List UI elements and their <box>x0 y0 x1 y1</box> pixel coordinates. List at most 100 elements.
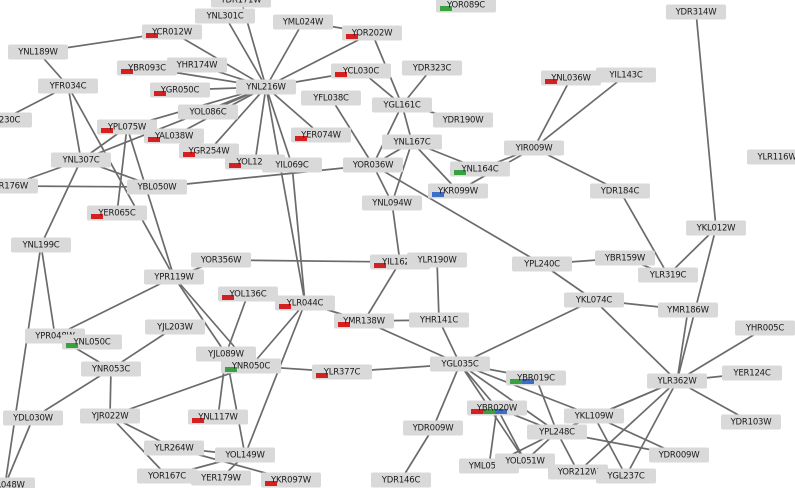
node-box[interactable] <box>38 78 98 94</box>
node-ynl189w[interactable]: YNL189W <box>8 44 68 60</box>
node-ybr093c[interactable]: YBR093C <box>117 60 177 76</box>
node-box[interactable] <box>504 140 564 156</box>
node-yil069c[interactable]: YIL069C <box>262 157 322 173</box>
node-box[interactable] <box>686 220 746 236</box>
node-yjr022w[interactable]: YJR022W <box>80 408 140 424</box>
node-ylr362w[interactable]: YLR362W <box>647 373 707 389</box>
node-box[interactable] <box>0 112 32 128</box>
node-ynl167c[interactable]: YNL167C <box>382 134 442 150</box>
node-yal038w[interactable]: YAL038W <box>144 128 204 144</box>
node-box[interactable] <box>596 67 656 83</box>
node-box[interactable] <box>80 408 140 424</box>
node-yhr005c[interactable]: YHR005C <box>735 320 795 336</box>
node-yfl038c[interactable]: YFL038C <box>301 90 361 106</box>
node-ydr009w[interactable]: YDR009W <box>403 420 463 436</box>
node-yor167c[interactable]: YOR167C <box>137 468 197 484</box>
node-box[interactable] <box>564 408 624 424</box>
node-ydr103w[interactable]: YDR103W <box>721 414 781 430</box>
node-box[interactable] <box>747 149 795 165</box>
node-ybl050w[interactable]: YBL050W <box>127 179 187 195</box>
node-ydr314w[interactable]: YDR314W <box>666 4 726 20</box>
node-ylr319c[interactable]: YLR319C <box>638 267 698 283</box>
node-ynr053c[interactable]: YNR053C <box>81 361 141 377</box>
node-ypl240c[interactable]: YPL240C <box>512 256 572 272</box>
node-yer074w[interactable]: YER074W <box>291 127 351 143</box>
node-box[interactable] <box>8 44 68 60</box>
node-yil143c[interactable]: YIL143C <box>596 67 656 83</box>
node-ycr012w[interactable]: YCR012W <box>142 24 202 40</box>
node-ynl216w[interactable]: YNL216W <box>236 79 296 95</box>
node-ygl237c[interactable]: YGL237C <box>596 468 656 484</box>
node-box[interactable] <box>590 183 650 199</box>
node-ynl307c[interactable]: YNL307C <box>51 152 111 168</box>
node-ybr019c[interactable]: YBR019C <box>506 370 566 386</box>
node-box[interactable] <box>647 373 707 389</box>
node-ynr050c[interactable]: YNR050C <box>221 358 281 374</box>
node-box[interactable] <box>191 470 251 486</box>
node-box[interactable] <box>433 112 493 128</box>
node-box[interactable] <box>722 365 782 381</box>
node-box[interactable] <box>262 157 322 173</box>
node-yer065c[interactable]: YER065C <box>87 205 147 221</box>
node-ybr020w[interactable]: YBR020W <box>467 400 527 416</box>
node-yir009w[interactable]: YIR009W <box>504 140 564 156</box>
node-yor036w[interactable]: YOR036W <box>343 157 403 173</box>
node-ypr119w[interactable]: YPR119W <box>144 269 204 285</box>
node-ypl075w[interactable]: YPL075W <box>97 119 157 135</box>
node-ynl164c[interactable]: YNL164C <box>450 161 510 177</box>
node-yor212w[interactable]: YOR212W <box>548 464 608 480</box>
node-yor202w[interactable]: YOR202W <box>342 25 402 41</box>
node-box[interactable] <box>195 8 255 24</box>
node-ygr050c[interactable]: YGR050C <box>150 82 210 98</box>
node-box[interactable] <box>236 79 296 95</box>
node-ydr171w[interactable]: YDR171W <box>211 0 271 8</box>
node-ylr044c[interactable]: YLR044C <box>275 295 335 311</box>
node-yml024w[interactable]: YML024W <box>273 14 333 30</box>
node-box[interactable] <box>362 195 422 211</box>
node-ygr254w[interactable]: YGR254W <box>179 143 239 159</box>
node-ydr323c[interactable]: YDR323C <box>402 60 462 76</box>
node-box[interactable] <box>649 447 709 463</box>
node-box[interactable] <box>527 424 587 440</box>
node-box[interactable] <box>11 237 71 253</box>
node-yjl203w[interactable]: YJL203W <box>145 319 205 335</box>
node-box[interactable] <box>3 410 63 426</box>
node-box[interactable] <box>495 453 555 469</box>
node-box[interactable] <box>638 267 698 283</box>
node-box[interactable] <box>371 472 431 488</box>
node-ydr146c[interactable]: YDR146C <box>371 472 431 488</box>
node-yor356w[interactable]: YOR356W <box>191 252 251 268</box>
node-box[interactable] <box>407 252 467 268</box>
node-yhr141c[interactable]: YHR141C <box>409 312 469 328</box>
node-yor089c[interactable]: YOR089C <box>436 0 496 13</box>
node-box[interactable] <box>382 134 442 150</box>
node-yer179w[interactable]: YER179W <box>191 470 251 486</box>
node-box[interactable] <box>430 356 490 372</box>
node-box[interactable] <box>211 0 271 8</box>
node-box[interactable] <box>137 468 197 484</box>
node-ypr048w_b[interactable]: YPR048W <box>0 477 35 488</box>
node-ylr230c[interactable]: YLR230C <box>0 112 32 128</box>
node-box[interactable] <box>215 447 275 463</box>
node-ylr377c[interactable]: YLR377C <box>312 364 372 380</box>
node-ynl199c[interactable]: YNL199C <box>11 237 71 253</box>
node-ybr159w[interactable]: YBR159W <box>595 250 655 266</box>
node-box[interactable] <box>595 250 655 266</box>
node-box[interactable] <box>127 179 187 195</box>
node-ynl094w[interactable]: YNL094W <box>362 195 422 211</box>
node-yfr034c[interactable]: YFR034C <box>38 78 98 94</box>
node-box[interactable] <box>144 269 204 285</box>
node-ydr184c[interactable]: YDR184C <box>590 183 650 199</box>
node-box[interactable] <box>403 420 463 436</box>
node-ykl012w[interactable]: YKL012W <box>686 220 746 236</box>
node-yol149w[interactable]: YOL149W <box>215 447 275 463</box>
node-ykr099w[interactable]: YKR099W <box>428 183 488 199</box>
node-box[interactable] <box>0 477 35 488</box>
node-yer124c[interactable]: YER124C <box>722 365 782 381</box>
node-ykl074c[interactable]: YKL074C <box>564 292 624 308</box>
node-box[interactable] <box>666 4 726 20</box>
node-yol051w[interactable]: YOL051W <box>495 453 555 469</box>
node-ykl109w[interactable]: YKL109W <box>564 408 624 424</box>
node-box[interactable] <box>196 346 256 362</box>
node-yjl089w[interactable]: YJL089W <box>196 346 256 362</box>
